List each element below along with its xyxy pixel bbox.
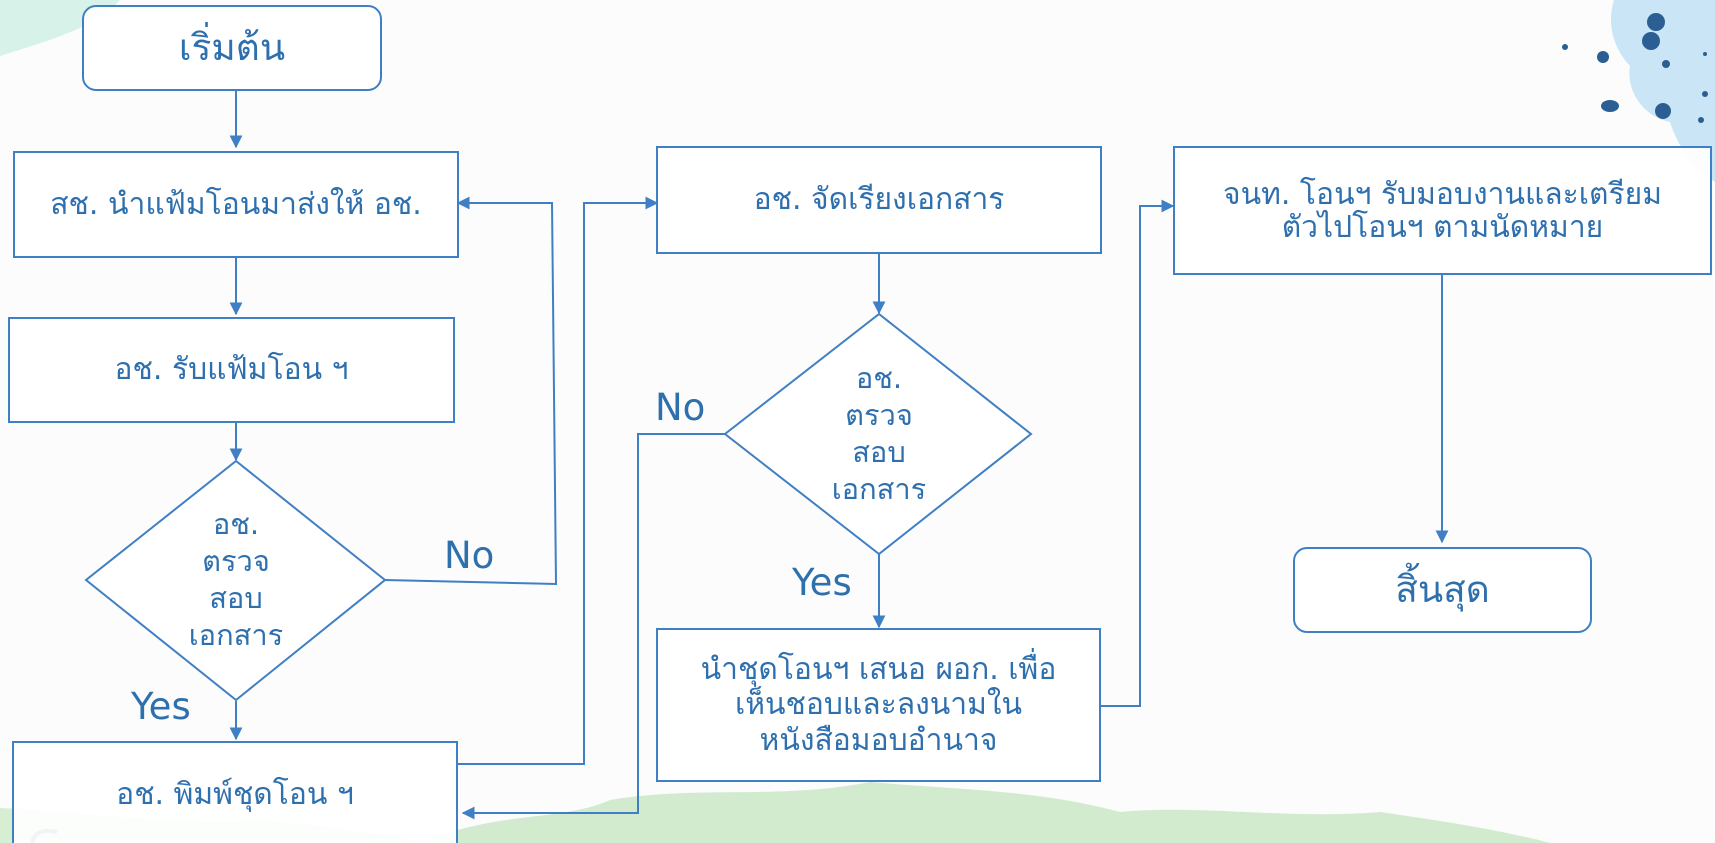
arrow-d2-no-to-s3 — [461, 433, 725, 820]
decision-diamond-1 — [84, 459, 387, 702]
decor-dot — [1703, 52, 1707, 56]
decor-dot — [1647, 13, 1665, 31]
decor-dot — [1702, 91, 1708, 97]
decision-2-yes-label: Yes — [792, 561, 852, 604]
decision-1-text: อช. ตรวจ สอบ เอกสาร — [188, 507, 284, 652]
decor-dot — [1562, 44, 1568, 50]
step-receive-transfer-file: อช. รับแฟ้มโอน ฯ — [8, 317, 455, 423]
start-terminal: เริ่มต้น — [82, 5, 382, 91]
step-print-transfer-set: อช. พิมพ์ชุดโอน ฯ — [12, 741, 458, 843]
decor-dot — [1601, 100, 1619, 112]
arrow-d1-no-to-s1 — [384, 196, 558, 586]
decision-2-text: อช. ตรวจ สอบ เอกสาร — [831, 361, 927, 506]
decor-dot — [1597, 51, 1609, 63]
decision-1-yes-label: Yes — [131, 685, 191, 728]
end-terminal: สิ้นสุด — [1293, 547, 1592, 633]
step-officer-prepares-transfer: จนท. โอนฯ รับมอบงานและเตรียม ตัวไปโอนฯ ต… — [1173, 146, 1712, 275]
decor-dot — [1662, 60, 1670, 68]
decision-2-no-label: No — [655, 386, 706, 429]
step-present-to-director: นำชุดโอนฯ เสนอ ผอก. เพื่อ เห็นชอบและลงนา… — [656, 628, 1101, 782]
watercolor-green-bottom — [420, 782, 1550, 843]
decision-diamond-2 — [723, 312, 1033, 556]
arrow-s3-to-m1 — [458, 196, 659, 765]
decision-1-no-label: No — [444, 534, 495, 577]
decor-dot — [1698, 117, 1704, 123]
decor-dot — [1642, 32, 1660, 50]
watercolor-blue-top-right — [1611, 0, 1715, 182]
arrow-m2-to-r1 — [1101, 199, 1175, 707]
step-bring-transfer-file: สช. นำแฟ้มโอนมาส่งให้ อช. — [13, 151, 459, 258]
decor-dot — [1655, 103, 1671, 119]
step-arrange-documents: อช. จัดเรียงเอกสาร — [656, 146, 1102, 254]
